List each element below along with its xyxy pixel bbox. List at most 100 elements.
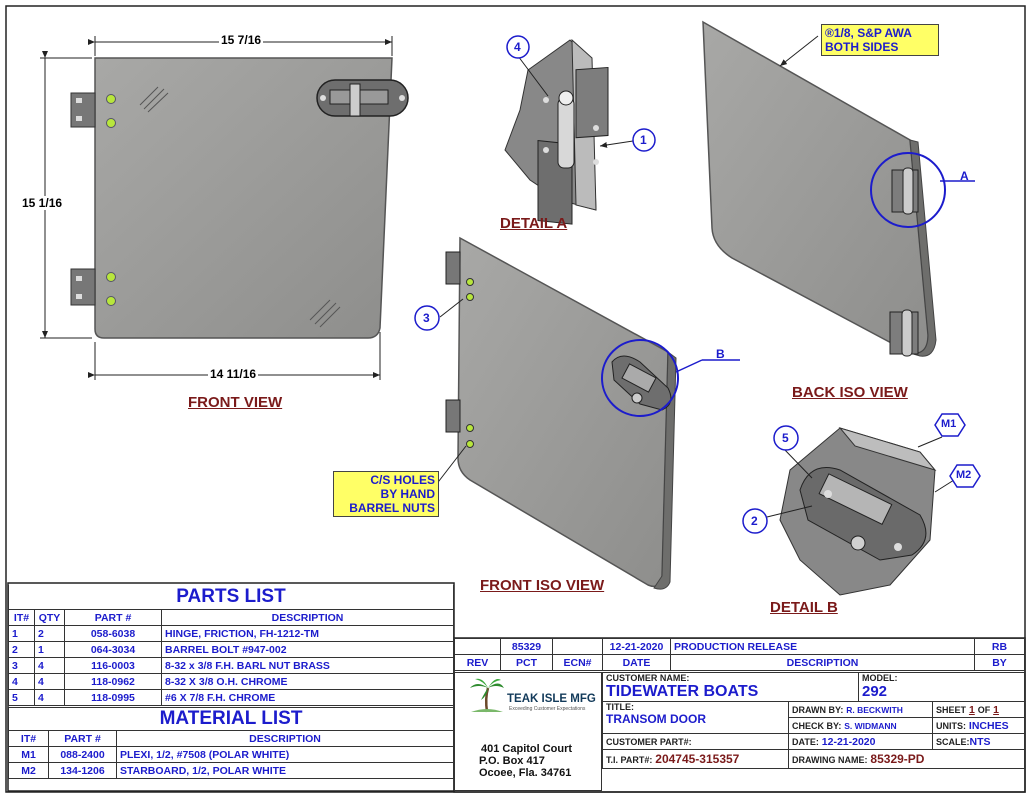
radius-note-line1: ®1/8, S&P AWA — [825, 26, 912, 40]
parts-cell: 116-0003 — [64, 657, 162, 674]
parts-cell: 4 — [8, 673, 35, 690]
detail-a-marker: A — [960, 169, 969, 183]
parts-header-part: PART # — [64, 609, 162, 626]
material-header-item: IT# — [8, 730, 49, 747]
title-label: TITLE: — [606, 702, 634, 713]
detail-a-drawing — [504, 38, 634, 225]
ecn-cell — [552, 638, 603, 655]
company-name: TEAK ISLE MFG — [507, 693, 596, 705]
check-by-value: S. WIDMANN — [844, 720, 897, 731]
cs-note-line2: BY HAND — [380, 487, 435, 501]
parts-header-description: DESCRIPTION — [161, 609, 454, 626]
balloon-2: 2 — [751, 514, 758, 528]
parts-cell: 118-0995 — [64, 689, 162, 706]
balloon-m1: M1 — [941, 418, 957, 430]
description-cell: PRODUCTION RELEASE — [670, 638, 975, 655]
parts-cell: BARREL BOLT #947-002 — [161, 641, 454, 658]
hinge-top — [70, 92, 96, 128]
balloon-5: 5 — [782, 431, 789, 445]
detail-a-label: DETAIL A — [500, 215, 568, 232]
parts-cell: 1 — [34, 641, 65, 658]
parts-header-qty: QTY — [34, 609, 65, 626]
parts-cell: 3 — [8, 657, 35, 674]
address-line-2: P.O. Box 417 — [479, 755, 545, 767]
model-label: MODEL: — [862, 673, 898, 684]
ti-part-label: T.I. PART#: — [606, 755, 653, 765]
parts-cell: 2 — [34, 625, 65, 642]
detail-b-drawing — [766, 427, 955, 596]
customer-name-value: TIDEWATER BOATS — [606, 683, 759, 700]
material-cell: STARBOARD, 1/2, POLAR WHITE — [116, 762, 454, 779]
cs-note-line1: C/S HOLES — [370, 473, 435, 487]
by-cell: RB — [974, 638, 1025, 655]
date-label: DATE: — [792, 736, 819, 747]
back-iso-label: BACK ISO VIEW — [792, 384, 908, 401]
parts-header-item: IT# — [8, 609, 35, 626]
sheet-label: SHEET — [936, 704, 967, 715]
material-cell: PLEXI, 1/2, #7508 (POLAR WHITE) — [116, 746, 454, 763]
title-value: TRANSOM DOOR — [606, 712, 706, 726]
parts-cell: HINGE, FRICTION, FH-1212-TM — [161, 625, 454, 642]
drawing-name-value: 85329-PD — [870, 752, 925, 766]
pct-cell: 85329 — [500, 638, 553, 655]
customer-part-cell: CUSTOMER PART#: — [602, 733, 789, 750]
ti-part-cell: T.I. PART#: 204745-315357 — [602, 749, 789, 769]
date-value: 12-21-2020 — [821, 735, 876, 748]
front-iso-drawing — [431, 236, 740, 590]
description-header: DESCRIPTION — [670, 654, 975, 671]
detail-b-callout-circle — [601, 339, 679, 417]
balloon-1: 1 — [640, 133, 647, 147]
customer-name-label: CUSTOMER NAME: — [606, 673, 690, 684]
drawing-name-cell: DRAWING NAME: 85329-PD — [788, 749, 1025, 769]
radius-note-line2: BOTH SIDES — [825, 40, 899, 54]
sheet-number: 1 — [968, 703, 975, 716]
check-by-label: CHECK BY: — [792, 720, 842, 731]
model-value: 292 — [862, 683, 888, 700]
material-cell: 088-2400 — [48, 746, 117, 763]
date-cell: 12-21-2020 — [602, 638, 671, 655]
front-iso-label: FRONT ISO VIEW — [480, 577, 605, 594]
parts-cell: 2 — [8, 641, 35, 658]
cs-holes-note: C/S HOLES BY HAND BARREL NUTS — [333, 471, 439, 517]
scale-cell: SCALE:NTS — [932, 733, 1025, 750]
sheet-of-label: OF — [977, 704, 991, 715]
parts-cell: 118-0962 — [64, 673, 162, 690]
parts-cell: #6 X 7/8 F.H. CHROME — [161, 689, 454, 706]
balloons — [414, 35, 981, 534]
parts-cell: 4 — [34, 689, 65, 706]
customer-part-label: CUSTOMER PART#: — [606, 736, 692, 747]
material-header-part: PART # — [48, 730, 117, 747]
scale-label: SCALE: — [936, 736, 970, 747]
drawing-name-label: DRAWING NAME: — [792, 755, 868, 765]
parts-cell: 8-32 X 3/8 O.H. CHROME — [161, 673, 454, 690]
balloon-m2: M2 — [956, 469, 972, 481]
check-by-cell: CHECK BY: S. WIDMANN — [788, 717, 933, 734]
rev-cell — [454, 638, 501, 655]
material-cell: 134-1206 — [48, 762, 117, 779]
balloon-4: 4 — [514, 40, 521, 54]
units-label: UNITS: — [936, 720, 966, 731]
material-header-description: DESCRIPTION — [116, 730, 454, 747]
radius-note: ®1/8, S&P AWA BOTH SIDES — [821, 24, 939, 56]
scale-value: NTS — [969, 735, 991, 748]
date-header: DATE — [602, 654, 671, 671]
back-iso-drawing — [702, 20, 975, 357]
parts-cell: 058-6038 — [64, 625, 162, 642]
material-cell: M1 — [8, 746, 49, 763]
drawn-by-cell: DRAWN BY: R. BECKWITH — [788, 701, 933, 718]
units-cell: UNITS: INCHES — [932, 717, 1025, 734]
company-tagline: Exceeding Customer Expectations — [509, 706, 586, 712]
model-cell: MODEL: 292 — [858, 672, 1025, 702]
drawn-by-label: DRAWN BY: — [792, 704, 844, 715]
address-line-1: 401 Capitol Court — [481, 743, 573, 755]
drawn-by-value: R. BECKWITH — [846, 704, 903, 715]
dim-top-width: 15 7/16 — [219, 33, 264, 47]
detail-b-label: DETAIL B — [770, 599, 838, 616]
parts-cell: 064-3034 — [64, 641, 162, 658]
material-list-title: MATERIAL LIST — [8, 707, 454, 731]
